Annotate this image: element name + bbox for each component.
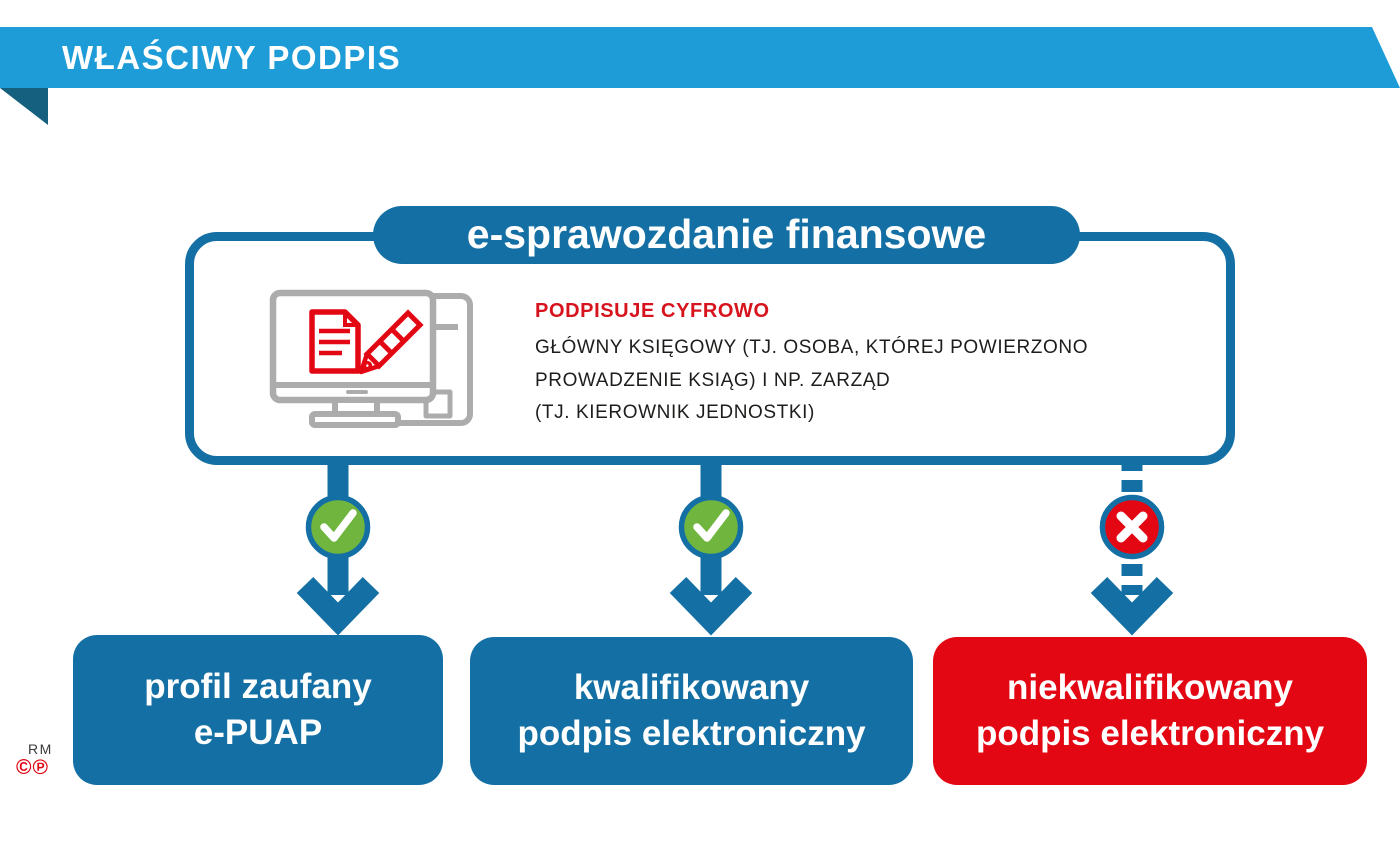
check-icon — [693, 509, 730, 542]
signer-line: PROWADZENIE KSIĄG) I NP. ZARZĄD — [535, 369, 891, 391]
ribbon-banner: WŁAŚCIWY PODPIS — [0, 27, 1400, 88]
copyright-icon: © — [16, 756, 33, 779]
result-box-kwalifikowany: kwalifikowany podpis elektroniczny — [470, 637, 913, 785]
branch-arrow-allowed-1 — [296, 457, 380, 636]
result-label-line: e-PUAP — [193, 713, 323, 752]
monitor-button — [346, 390, 368, 394]
document-fold — [343, 312, 358, 327]
branch-arrow-allowed-2 — [669, 457, 753, 636]
result-label-line: profil zaufany — [144, 667, 372, 706]
pen-icon — [358, 309, 424, 375]
result-label-line: kwalifikowany — [573, 668, 810, 707]
monitor-document-signing-icon — [262, 284, 474, 434]
result-box-niekwalifikowany: niekwalifikowany podpis elektroniczny — [933, 637, 1367, 785]
branch-arrow-forbidden — [1090, 459, 1174, 636]
page-title: WŁAŚCIWY PODPIS — [62, 39, 402, 76]
result-box-profil-zaufany: profil zaufany e-PUAP — [73, 635, 443, 785]
signer-line: GŁÓWNY KSIĘGOWY (TJ. OSOBA, KTÓREJ POWIE… — [535, 337, 1089, 358]
panel-header-label: e-sprawozdanie finansowe — [466, 211, 987, 257]
copyright-symbols: ©℗ — [16, 756, 49, 780]
monitor-stand-base — [309, 411, 401, 428]
credit-rm: RM — [28, 741, 53, 757]
result-label-line: niekwalifikowany — [1007, 668, 1293, 707]
ribbon-fold-triangle — [0, 88, 48, 125]
result-label-line: podpis elektroniczny — [517, 714, 866, 753]
cross-icon — [1116, 511, 1148, 543]
signer-line: (TJ. KIEROWNIK JEDNOSTKI) — [535, 402, 815, 423]
panel-header-pill: e-sprawozdanie finansowe — [373, 206, 1080, 264]
signer-description: GŁÓWNY KSIĘGOWY (TJ. OSOBA, KTÓREJ POWIE… — [535, 332, 1088, 430]
phonogram-icon: ℗ — [32, 756, 49, 779]
signer-heading: PODPISUJE CYFROWO — [535, 300, 770, 322]
result-label-line: podpis elektroniczny — [975, 714, 1325, 753]
arrow-down-icon — [1090, 576, 1174, 636]
signer-info: PODPISUJE CYFROWO GŁÓWNY KSIĘGOWY (TJ. O… — [535, 300, 1088, 430]
arrow-down-icon — [669, 576, 753, 636]
check-icon — [320, 509, 357, 542]
monitor-document-signing-svg — [269, 289, 473, 428]
arrow-down-icon — [296, 576, 380, 636]
